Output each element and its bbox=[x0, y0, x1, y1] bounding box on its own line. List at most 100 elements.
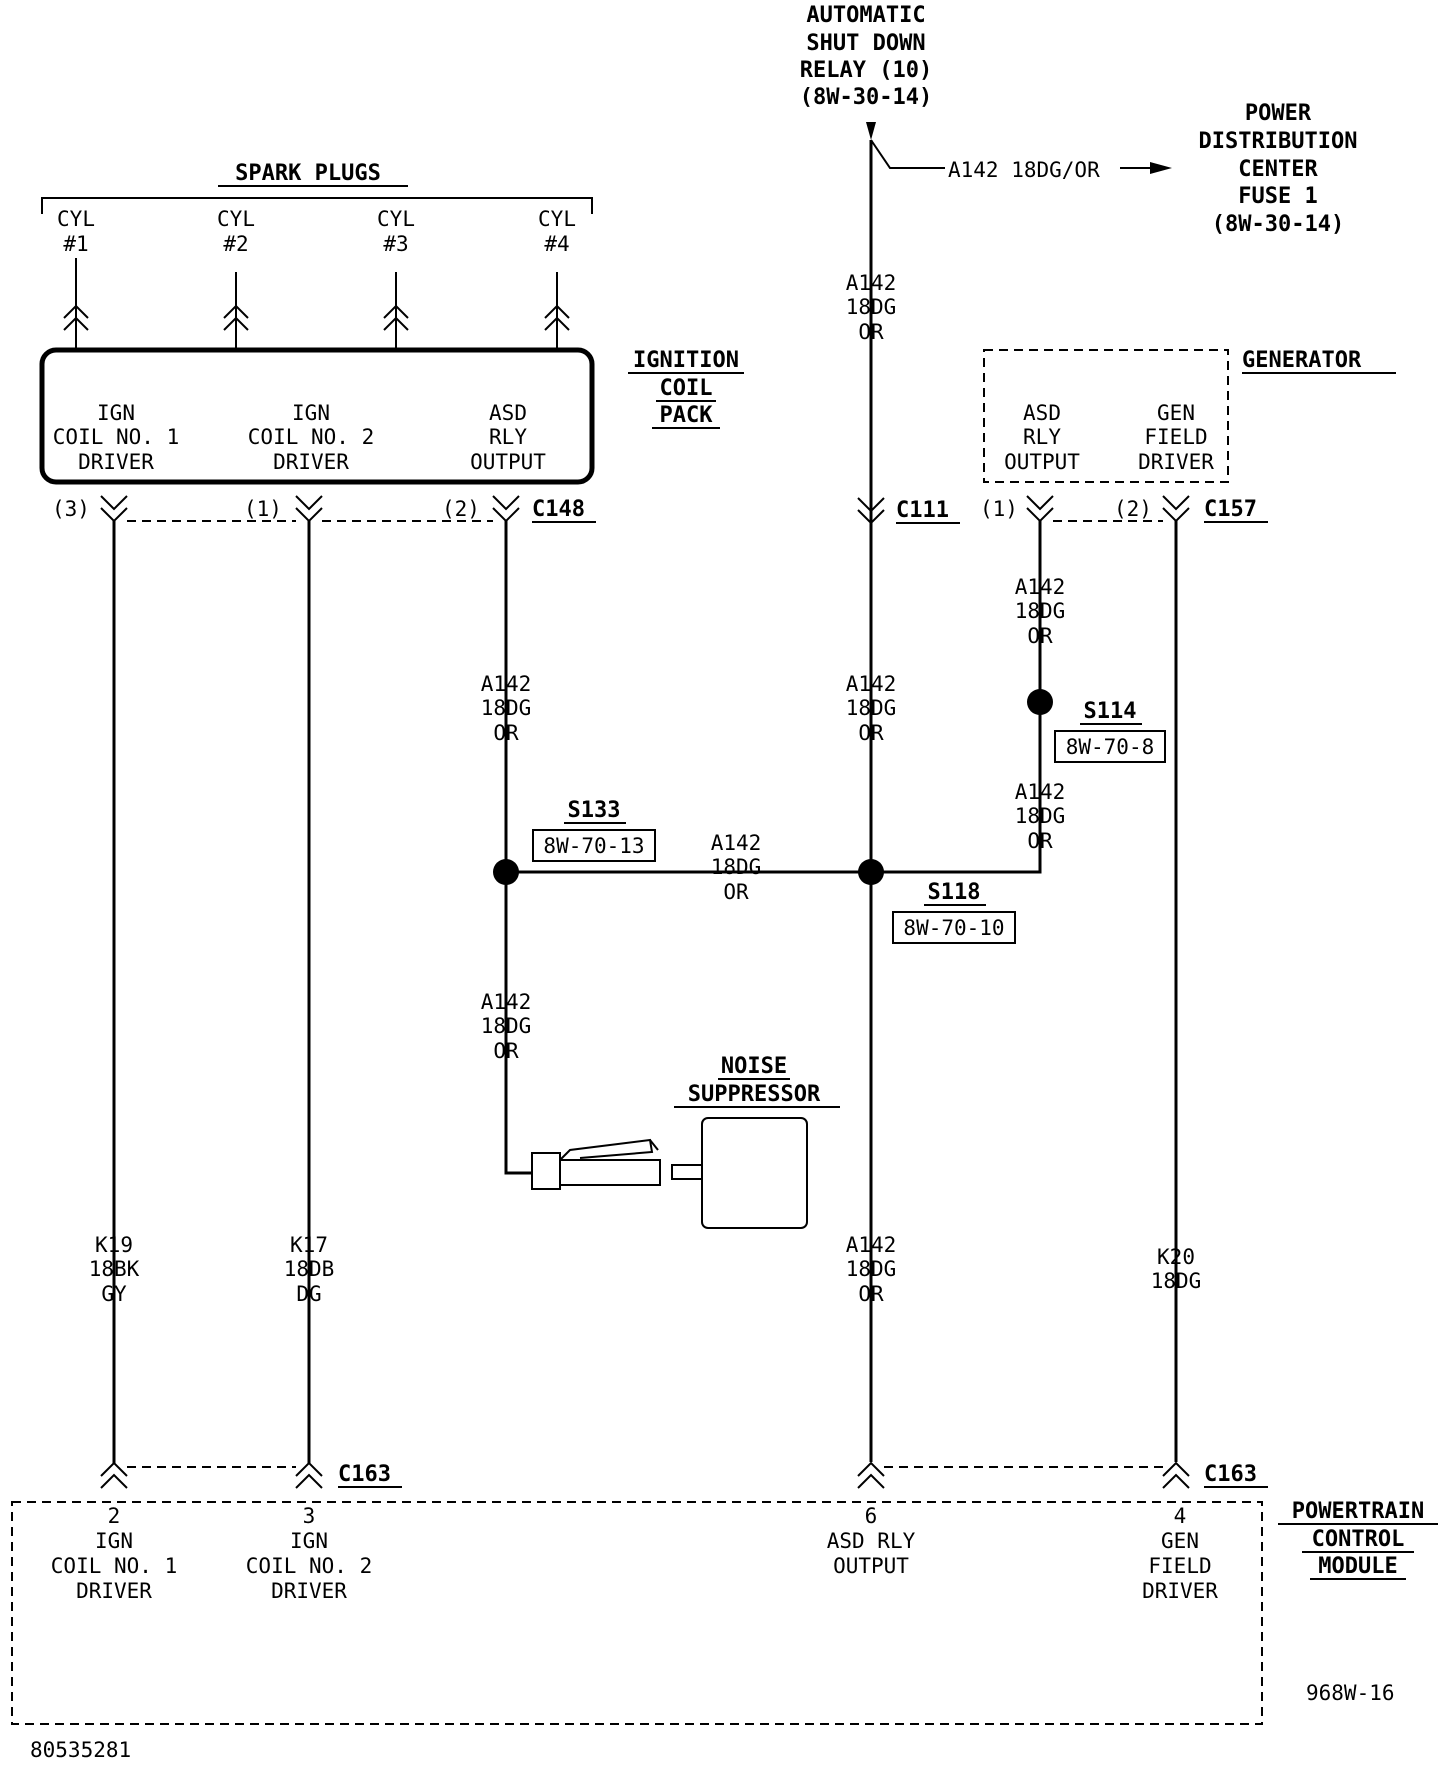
pcm-pin-4: 4 GEN FIELD DRIVER bbox=[1142, 1504, 1218, 1603]
generator-box bbox=[983, 349, 1229, 483]
svg-text:A142: A142 bbox=[846, 672, 897, 696]
svg-text:18DG: 18DG bbox=[481, 1014, 532, 1038]
coil-pack-pin-asd-rly-output: ASD RLY OUTPUT bbox=[470, 401, 546, 474]
svg-text:COIL NO. 2: COIL NO. 2 bbox=[246, 1554, 372, 1578]
coil-pack-pin-ign-coil-1: IGN COIL NO. 1 DRIVER bbox=[53, 401, 179, 474]
svg-text:K19: K19 bbox=[95, 1233, 133, 1257]
spark-plug-cyl-3: CYL #3 bbox=[377, 207, 415, 256]
svg-text:18DG: 18DG bbox=[846, 1257, 897, 1281]
svg-text:OR: OR bbox=[493, 1039, 519, 1063]
pcm-pin-2: 2 IGN COIL NO. 1 DRIVER bbox=[51, 1504, 177, 1603]
svg-text:IGNITION: IGNITION bbox=[633, 348, 739, 373]
svg-text:MODULE: MODULE bbox=[1318, 1554, 1397, 1579]
svg-text:ASD: ASD bbox=[1023, 401, 1061, 425]
spark-plugs-bracket bbox=[41, 197, 593, 214]
svg-text:OR: OR bbox=[723, 880, 749, 904]
svg-text:DRIVER: DRIVER bbox=[271, 1579, 347, 1603]
connector-c111: C111 bbox=[857, 497, 960, 525]
relay-line-2: SHUT DOWN bbox=[806, 31, 925, 56]
svg-text:A142: A142 bbox=[711, 831, 762, 855]
svg-text:FIELD: FIELD bbox=[1148, 1554, 1211, 1578]
svg-text:A142: A142 bbox=[1015, 780, 1066, 804]
svg-text:A142: A142 bbox=[481, 672, 532, 696]
svg-text:GY: GY bbox=[101, 1282, 127, 1306]
svg-text:K20: K20 bbox=[1157, 1245, 1195, 1269]
pdc-label: POWER DISTRIBUTION CENTER FUSE 1 (8W-30-… bbox=[1199, 101, 1358, 237]
wire-label-a142-horizontal: A142 18DG OR bbox=[711, 831, 762, 904]
wire-label-a142-coil-lower: A142 18DG OR bbox=[481, 990, 532, 1063]
part-number: 80535281 bbox=[30, 1738, 131, 1762]
svg-text:OR: OR bbox=[493, 721, 519, 745]
svg-text:ASD RLY: ASD RLY bbox=[827, 1529, 916, 1553]
connector-c148: (3) (1) (2) C148 bbox=[52, 495, 596, 523]
svg-text:S118: S118 bbox=[928, 880, 981, 905]
svg-text:4: 4 bbox=[1174, 1504, 1187, 1528]
noise-suppressor-connector bbox=[531, 1138, 661, 1190]
svg-text:IGN: IGN bbox=[97, 401, 135, 425]
wire-label-a142-main-lower: A142 18DG OR bbox=[846, 1233, 897, 1306]
splice-s118-label: S118 8W-70-10 bbox=[892, 880, 1016, 944]
svg-text:A142: A142 bbox=[846, 271, 897, 295]
svg-text:POWERTRAIN: POWERTRAIN bbox=[1292, 1499, 1424, 1524]
svg-text:OUTPUT: OUTPUT bbox=[470, 450, 546, 474]
svg-text:DRIVER: DRIVER bbox=[78, 450, 154, 474]
c157-cavity-1: (1) bbox=[980, 497, 1018, 521]
c148-label: C148 bbox=[532, 497, 585, 522]
connector-c157: (1) (2) C157 bbox=[980, 495, 1268, 523]
svg-text:6: 6 bbox=[865, 1504, 878, 1528]
generator-pin-gen-field-driver: GEN FIELD DRIVER bbox=[1138, 401, 1214, 474]
pdc-feed-arrow bbox=[1150, 162, 1172, 174]
svg-text:IGN: IGN bbox=[95, 1529, 133, 1553]
wire-a142-generator-to-s118 bbox=[871, 521, 1042, 874]
asd-relay-label: AUTOMATIC SHUT DOWN RELAY (10) (8W-30-14… bbox=[800, 3, 932, 110]
svg-text:COIL NO. 1: COIL NO. 1 bbox=[51, 1554, 177, 1578]
svg-text:3: 3 bbox=[303, 1504, 316, 1528]
pdc-line-3: CENTER bbox=[1238, 157, 1318, 182]
svg-text:ASD: ASD bbox=[489, 401, 527, 425]
wire-label-a142-top: A142 18DG OR bbox=[846, 271, 897, 344]
svg-text:GEN: GEN bbox=[1157, 401, 1195, 425]
svg-text:CYL: CYL bbox=[377, 207, 415, 231]
svg-text:RLY: RLY bbox=[489, 425, 527, 449]
svg-text:CONTROL: CONTROL bbox=[1312, 1527, 1405, 1552]
pdc-line-2: DISTRIBUTION bbox=[1199, 129, 1358, 154]
relay-line-3: RELAY (10) bbox=[800, 58, 932, 83]
svg-text:18DG: 18DG bbox=[1151, 1269, 1202, 1293]
svg-text:COIL NO. 2: COIL NO. 2 bbox=[248, 425, 374, 449]
svg-text:IGN: IGN bbox=[290, 1529, 328, 1553]
pdc-line-4: FUSE 1 bbox=[1238, 184, 1317, 209]
svg-text:OR: OR bbox=[858, 320, 884, 344]
splice-s133-label: S133 8W-70-13 bbox=[532, 798, 656, 862]
splice-s114-dot bbox=[1027, 689, 1053, 715]
svg-text:18DG: 18DG bbox=[846, 295, 897, 319]
wire-label-a142-coil-upper: A142 18DG OR bbox=[481, 672, 532, 745]
svg-text:#2: #2 bbox=[223, 232, 248, 256]
svg-text:S114: S114 bbox=[1084, 699, 1137, 724]
svg-text:OR: OR bbox=[1027, 624, 1053, 648]
c157-label: C157 bbox=[1204, 497, 1257, 522]
noise-suppressor-stub bbox=[671, 1164, 703, 1180]
svg-text:18DB: 18DB bbox=[284, 1257, 335, 1281]
svg-text:K17: K17 bbox=[290, 1233, 328, 1257]
relay-line-4: (8W-30-14) bbox=[800, 85, 932, 110]
svg-text:C163: C163 bbox=[338, 1462, 391, 1487]
pcm-title: POWERTRAIN CONTROL MODULE bbox=[1278, 1499, 1438, 1580]
svg-text:#3: #3 bbox=[383, 232, 408, 256]
svg-text:A142: A142 bbox=[1015, 575, 1066, 599]
connector-c163-left: C163 bbox=[100, 1461, 402, 1489]
wire-label-k19: K19 18BK GY bbox=[89, 1233, 140, 1306]
c148-cavity-3: (3) bbox=[52, 497, 90, 521]
svg-text:DRIVER: DRIVER bbox=[273, 450, 349, 474]
svg-text:#4: #4 bbox=[544, 232, 569, 256]
wire-label-k20: K20 18DG bbox=[1151, 1245, 1202, 1293]
svg-text:2: 2 bbox=[108, 1504, 121, 1528]
svg-text:DRIVER: DRIVER bbox=[1138, 450, 1214, 474]
svg-text:GEN: GEN bbox=[1161, 1529, 1199, 1553]
svg-text:DG: DG bbox=[296, 1282, 321, 1306]
spark-plug-cyl-2: CYL #2 bbox=[217, 207, 255, 256]
svg-text:IGN: IGN bbox=[292, 401, 330, 425]
c148-cavity-2: (2) bbox=[442, 497, 480, 521]
svg-text:OR: OR bbox=[858, 721, 884, 745]
pcm-box bbox=[11, 1501, 1263, 1725]
